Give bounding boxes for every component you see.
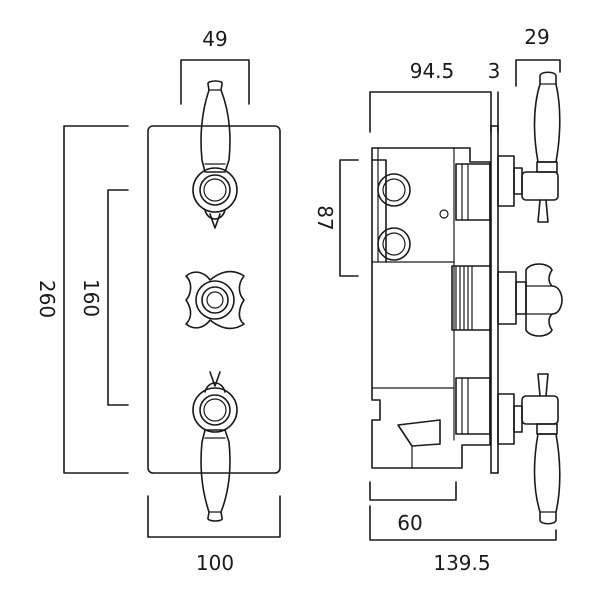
dim-260: 260 xyxy=(35,125,129,474)
cross-handle xyxy=(185,270,245,330)
dim-139-5-label: 139.5 xyxy=(433,551,490,575)
dim-29: 29 xyxy=(515,25,561,87)
dim-160-label: 160 xyxy=(79,279,103,317)
dim-139-5: 139.5 xyxy=(369,505,557,575)
upper-lever-side xyxy=(521,71,561,223)
dim-160: 160 xyxy=(79,189,129,406)
faceplate-outline xyxy=(147,125,281,474)
side-view: 94.5 3 29 87 60 139.5 xyxy=(313,25,563,575)
upper-cartridge xyxy=(455,163,491,221)
dim-60: 60 xyxy=(369,481,457,535)
outlet-port-lower xyxy=(377,227,411,261)
front-view: 49 260 160 100 xyxy=(35,27,281,575)
centre-spindle xyxy=(497,271,527,325)
lower-cartridge xyxy=(455,377,491,435)
dim-100-label: 100 xyxy=(196,551,234,575)
dim-29-label: 29 xyxy=(524,25,549,49)
dim-87-label: 87 xyxy=(313,205,337,230)
dim-49-label: 49 xyxy=(202,27,227,51)
dim-87: 87 xyxy=(313,159,359,277)
top-lever-handle xyxy=(192,80,238,229)
dim-94-5: 94.5 3 xyxy=(369,59,501,133)
side-wall-plate xyxy=(490,125,499,474)
bottom-lever-handle xyxy=(192,371,238,522)
dim-3-label: 3 xyxy=(488,59,501,83)
outlet-port-upper xyxy=(377,173,411,207)
dim-94-5-label: 94.5 xyxy=(410,59,455,83)
valve-body xyxy=(371,147,491,469)
centre-cross-side xyxy=(525,263,563,337)
upper-spindle xyxy=(497,155,523,207)
lower-spindle xyxy=(497,393,523,445)
centre-cartridge xyxy=(451,265,495,331)
dim-60-label: 60 xyxy=(397,511,422,535)
dim-49: 49 xyxy=(180,27,250,105)
lower-lever-side xyxy=(521,373,561,525)
dim-260-label: 260 xyxy=(35,280,59,318)
dim-100: 100 xyxy=(147,495,281,575)
